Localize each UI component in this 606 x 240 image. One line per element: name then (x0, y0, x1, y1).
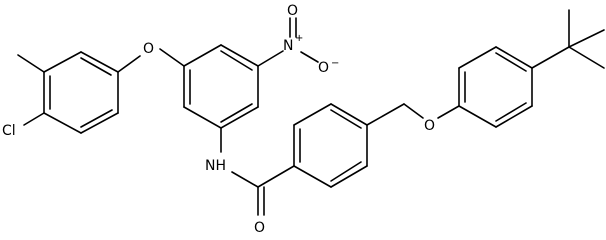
ring-nitrophenyl (183, 44, 259, 129)
ring-chloro-methylphenyl (43, 51, 119, 134)
ether-oxygen-right-label: O (424, 118, 435, 134)
nitro-plus-charge: + (295, 33, 303, 44)
methylene-bond (366, 103, 405, 126)
chlorine-bond (23, 112, 45, 126)
chlorine-label: Cl (2, 123, 16, 139)
ring-benzamide (293, 103, 368, 188)
tert-butyl-group (531, 9, 605, 69)
carbonyl-oxygen-label: O (254, 220, 265, 236)
nitro-oxygen-right-label: O (318, 60, 329, 76)
ether-right-bond-2 (437, 105, 460, 119)
nitro-single-bond (300, 51, 319, 63)
ether-right-bond-1 (403, 103, 424, 119)
ether-left-bond-2 (159, 48, 185, 67)
nitro-bond (257, 50, 284, 67)
ether-left-bond-1 (117, 55, 141, 73)
ring-tert-butylphenyl (458, 46, 533, 128)
methyl-bond (17, 54, 45, 73)
nitro-nitrogen-label: N (283, 38, 293, 54)
amide-n-carbon-bond (231, 171, 259, 188)
nitro-minus-charge: − (331, 58, 339, 69)
ether-oxygen-left-label: O (143, 41, 154, 57)
nitro-oxygen-top-label: O (287, 3, 298, 19)
carbonyl-ring-bond (257, 165, 295, 188)
amide-nh-label: NH (205, 158, 226, 174)
